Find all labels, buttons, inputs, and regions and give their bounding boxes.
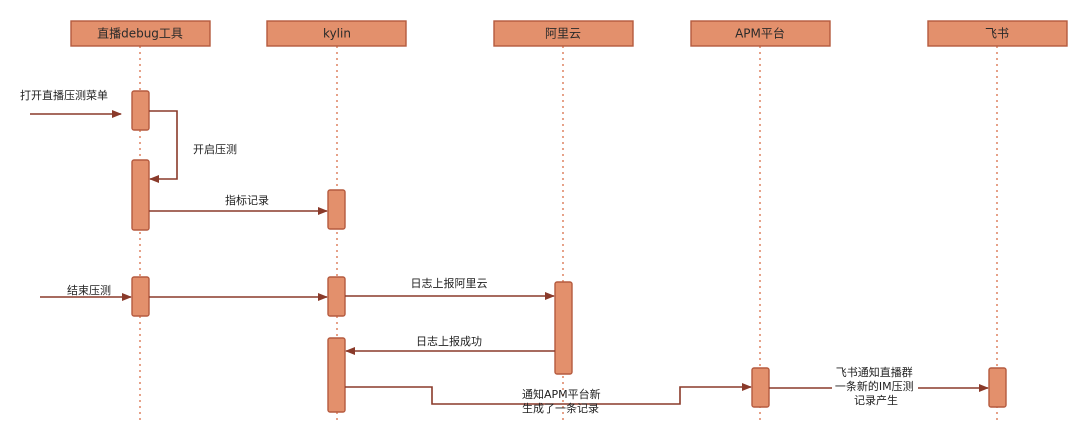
arrow-start-test — [149, 110, 178, 183]
activation-aliyun — [554, 281, 573, 375]
label-log-report: 日志上报阿里云 — [411, 276, 488, 290]
label-log-report-success: 日志上报成功 — [416, 334, 482, 348]
activation-kylin-2 — [327, 276, 346, 317]
participant-label-kylin: kylin — [323, 27, 351, 41]
label-open-menu: 打开直播压测菜单 — [20, 88, 108, 102]
participant-label-feishu: 飞书 — [985, 27, 1009, 41]
activation-feishu — [988, 367, 1007, 408]
label-feishu-notify-line-1: 飞书通知直播群 — [836, 365, 913, 379]
label-feishu-notify-line-3: 记录产生 — [854, 393, 898, 407]
activation-debug-3 — [131, 276, 150, 317]
label-notify-apm-line-2: 生成了一条记录 — [522, 401, 599, 415]
participant-debug-tool: 直播debug工具 — [70, 20, 211, 47]
activation-apm — [751, 367, 770, 408]
label-metric-record: 指标记录 — [225, 193, 269, 207]
arrow-notify-apm — [345, 383, 752, 405]
label-feishu-notify: 飞书通知直播群 一条新的IM压测 记录产生 — [835, 365, 917, 407]
participant-label-apm-platform: APM平台 — [735, 26, 785, 41]
activation-kylin-3 — [327, 337, 346, 413]
participant-feishu: 飞书 — [927, 20, 1068, 47]
activation-debug-2 — [131, 159, 150, 231]
participant-aliyun: 阿里云 — [493, 20, 634, 47]
label-end-test: 结束压测 — [67, 284, 111, 297]
participant-label-debug-tool: 直播debug工具 — [97, 27, 183, 41]
participant-kylin: kylin — [266, 20, 407, 47]
participant-apm-platform: APM平台 — [690, 20, 831, 47]
label-feishu-notify-line-2: 一条新的IM压测 — [835, 379, 914, 393]
activation-debug-1 — [131, 90, 150, 131]
label-start-test: 开启压测 — [193, 143, 237, 156]
activation-kylin-1 — [327, 189, 346, 230]
participant-label-aliyun: 阿里云 — [545, 27, 581, 41]
label-notify-apm: 通知APM平台新 生成了一条记录 — [522, 387, 604, 415]
label-notify-apm-line-1: 通知APM平台新 — [522, 387, 601, 401]
